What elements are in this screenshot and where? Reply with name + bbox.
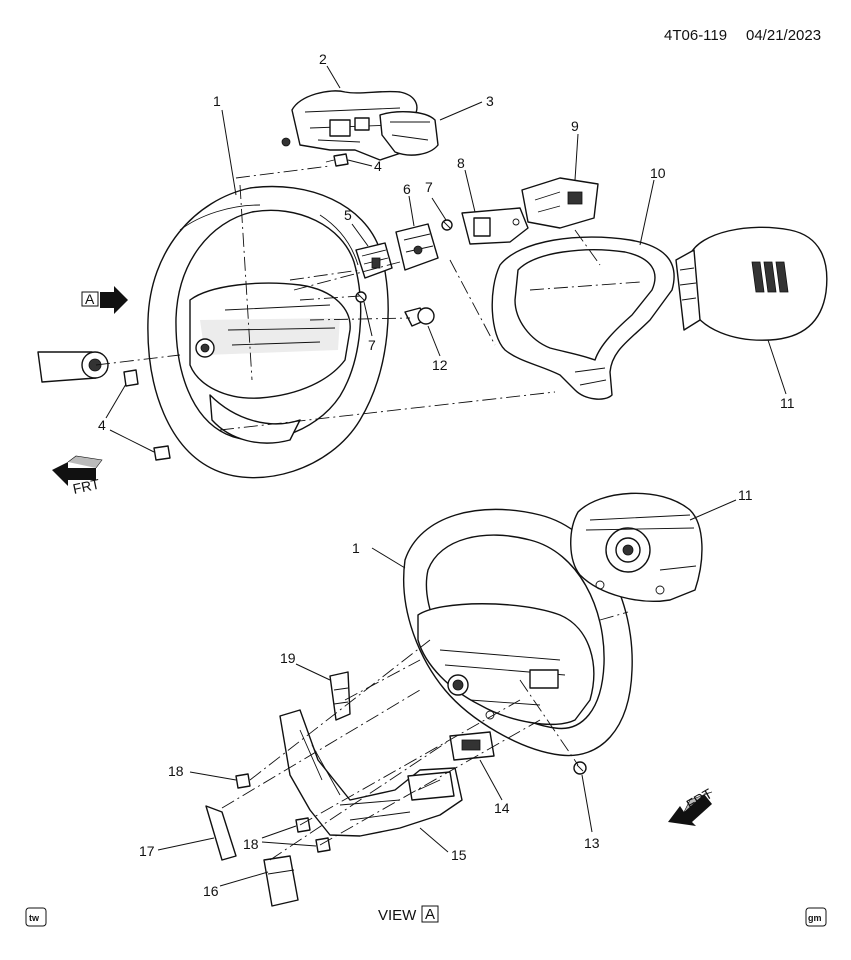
- clockspring-assembly: [281, 90, 439, 161]
- diagram-date: 04/21/2023: [746, 27, 821, 44]
- bolt-13: [573, 761, 587, 775]
- svg-text:A: A: [85, 291, 95, 307]
- callout-8: 8: [457, 155, 465, 171]
- callout-17: 17: [139, 843, 155, 859]
- callouts: 1 2 3 4 5 6 7 7 8 9 10 11 12 4 4 1: [98, 51, 795, 899]
- callout-13: 13: [584, 835, 600, 851]
- callout-7-a: 7: [425, 179, 433, 195]
- svg-text:A: A: [425, 906, 435, 923]
- screw-7b: [355, 291, 367, 303]
- callout-18-b: 18: [243, 836, 259, 852]
- callout-6: 6: [403, 181, 411, 197]
- callout-2: 2: [319, 51, 327, 67]
- callout-18-a: 18: [168, 763, 184, 779]
- svg-text:tw: tw: [29, 913, 40, 923]
- bolt-4-top: [325, 153, 349, 167]
- switch-5: [355, 242, 393, 279]
- view-a-label: VIEW A: [378, 905, 439, 924]
- callout-11-lower: 11: [738, 487, 753, 503]
- callout-7-b: 7: [368, 337, 376, 353]
- switch-9: [521, 177, 599, 229]
- callout-4-left-a: 4: [98, 417, 106, 433]
- callout-19: 19: [280, 650, 296, 666]
- tw-badge: tw: [25, 907, 47, 927]
- callout-11-upper: 11: [780, 395, 795, 411]
- gm-badge: gm: [805, 907, 827, 927]
- steering-wheel-lower: [403, 508, 633, 757]
- bracket-8: [461, 207, 529, 245]
- view-a-marker: A: [81, 286, 128, 314]
- bolt-4-left-a: [123, 369, 139, 387]
- screw-18a: [235, 773, 251, 789]
- callout-9: 9: [571, 118, 579, 134]
- steering-wheel-upper: [147, 185, 389, 479]
- callout-16: 16: [203, 883, 219, 899]
- diagram-code: 4T06-119: [664, 27, 727, 44]
- svg-text:FRT: FRT: [71, 476, 101, 497]
- svg-text:VIEW: VIEW: [378, 907, 417, 924]
- front-arrow-lower-icon: FRT: [668, 785, 715, 826]
- bracket-19: [329, 671, 351, 721]
- callout-14: 14: [494, 800, 510, 816]
- cover-16: [263, 855, 299, 907]
- callout-10: 10: [650, 165, 666, 181]
- bolt-12: [404, 307, 435, 327]
- lower-cover-15: [279, 709, 463, 837]
- front-arrow-icon: FRT: [52, 455, 103, 497]
- switch-14: [449, 731, 495, 761]
- callout-3: 3: [486, 93, 494, 109]
- screw-7a: [441, 219, 453, 231]
- svg-text:gm: gm: [808, 913, 822, 923]
- callout-5: 5: [344, 207, 352, 223]
- callout-15: 15: [451, 847, 467, 863]
- paddle-17: [205, 805, 237, 861]
- callout-12: 12: [432, 357, 448, 373]
- callout-1-lower: 1: [352, 540, 360, 556]
- steering-column: [37, 351, 109, 383]
- airbag-lower: [570, 492, 703, 602]
- switch-6: [395, 223, 439, 271]
- trim-bezel-10: [491, 236, 675, 400]
- bolt-4-left-b: [153, 445, 171, 461]
- airbag-upper: [675, 226, 828, 341]
- callout-4-top: 4: [374, 158, 382, 174]
- callout-1-upper: 1: [213, 93, 221, 109]
